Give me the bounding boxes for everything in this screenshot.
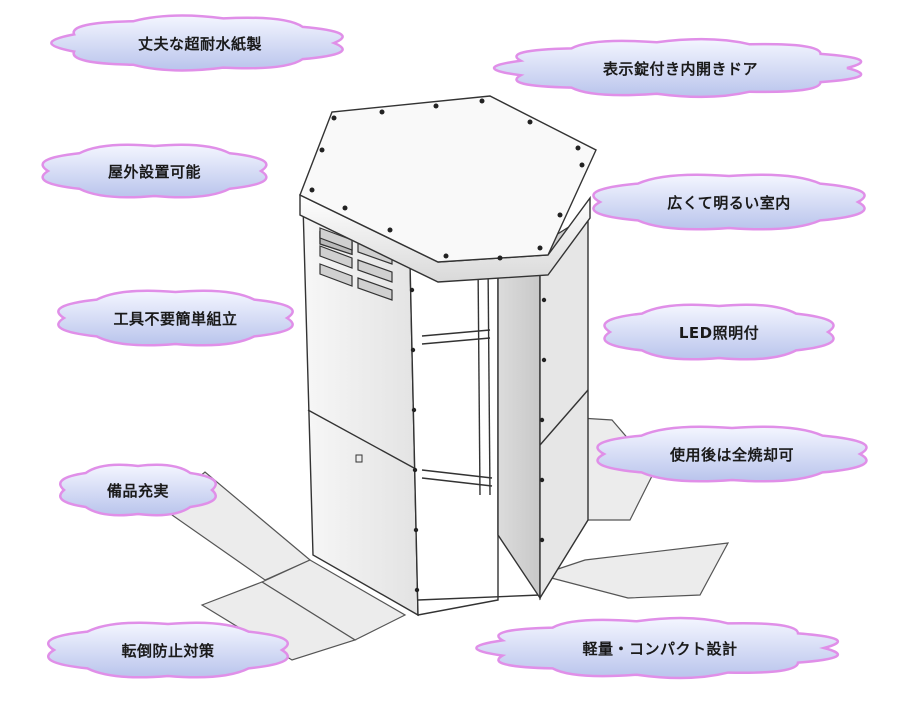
lock-indicator <box>355 454 363 463</box>
booth-door-frame <box>409 259 541 616</box>
feature-cloud-tool-free-assembly: 工具不要簡単組立 <box>57 286 294 350</box>
cloud-shape <box>596 425 868 483</box>
feature-cloud-incinerable: 使用後は全焼却可 <box>596 422 868 486</box>
cloud-shape <box>475 616 839 680</box>
cloud-shape <box>50 14 344 72</box>
cloud-shape <box>59 463 217 517</box>
feature-cloud-outdoor-install: 屋外設置可能 <box>41 140 268 202</box>
feature-label: 使用後は全焼却可 <box>669 445 794 464</box>
feature-cloud-compact-design: 軽量・コンパクト設計 <box>475 615 839 681</box>
feature-label: 転倒防止対策 <box>121 641 215 660</box>
feature-label: LED照明付 <box>678 323 760 342</box>
booth-roof <box>299 95 597 283</box>
roof-bolts <box>309 98 585 261</box>
cloud-shape <box>493 37 863 99</box>
wall-bolts <box>409 287 547 593</box>
cloud-shape <box>41 143 268 199</box>
cloud-shape <box>603 303 835 361</box>
feature-cloud-anti-tip: 転倒防止対策 <box>47 618 289 682</box>
cloud-shape <box>47 621 289 679</box>
feature-cloud-durable-paper: 丈夫な超耐水紙製 <box>50 12 344 74</box>
feature-label: 工具不要簡単組立 <box>113 309 238 328</box>
feature-label: 備品充実 <box>106 481 169 500</box>
feature-label: 屋外設置可能 <box>107 162 201 181</box>
feature-label: 丈夫な超耐水紙製 <box>137 34 262 53</box>
feature-cloud-stockpile: 備品充実 <box>58 460 218 520</box>
feature-label: 軽量・コンパクト設計 <box>582 639 738 658</box>
booth-door <box>497 259 541 601</box>
cloud-shape <box>592 173 866 231</box>
feature-cloud-bright-interior: 広くて明るい室内 <box>592 170 866 234</box>
cloud-shape <box>57 289 294 347</box>
feature-label: 表示錠付き内開きドア <box>602 59 758 78</box>
feature-cloud-led-light: LED照明付 <box>603 300 835 364</box>
feature-cloud-lockable-door: 表示錠付き内開きドア <box>493 36 863 100</box>
feature-label: 広くて明るい室内 <box>667 193 791 212</box>
